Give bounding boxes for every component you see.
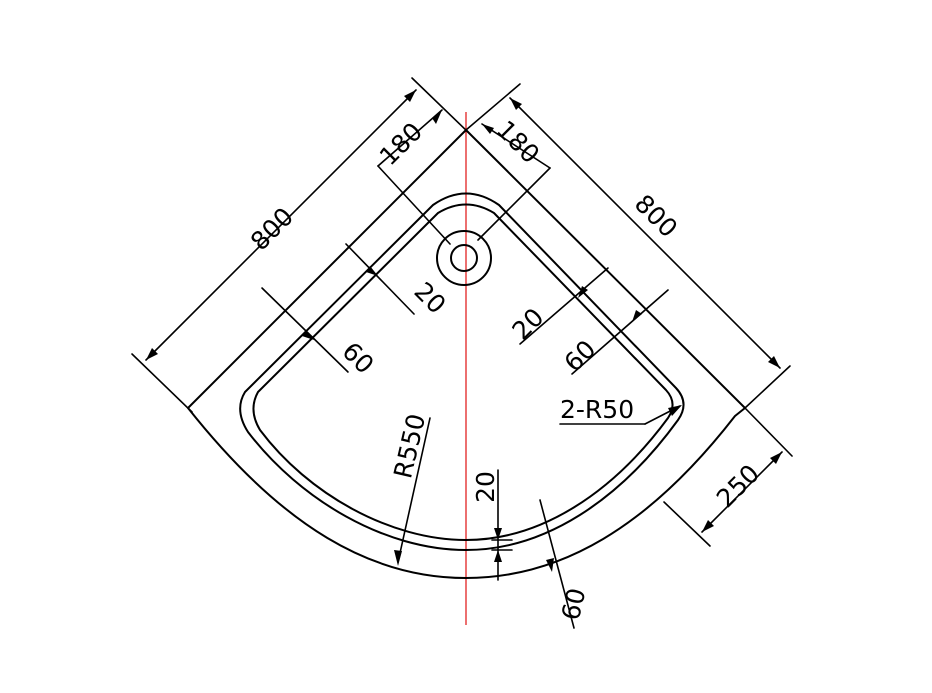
label-rim-right: 20	[506, 302, 549, 345]
dim-side-length	[663, 407, 793, 547]
dim-overall-right	[465, 83, 791, 409]
label-rim-left: 20	[409, 276, 452, 319]
dim-rim-left	[345, 243, 415, 315]
basin-inner-rim	[252, 203, 674, 541]
tray-outer-outline	[187, 129, 746, 579]
drain-outer-circle	[436, 230, 492, 286]
label-side-length: 250	[711, 459, 765, 513]
dim-wall-left	[261, 287, 349, 373]
label-overall-right: 800	[629, 189, 683, 243]
label-rim-front: 20	[471, 471, 500, 503]
label-front-radius: R550	[388, 411, 431, 481]
drain-inner-circle	[450, 244, 478, 272]
label-corner-radius: 2-R50	[560, 395, 634, 424]
basin-outer-rim	[239, 192, 685, 551]
dim-wall-right	[571, 289, 669, 375]
dim-overall-left	[131, 77, 471, 413]
label-wall-left: 60	[337, 336, 380, 379]
label-offset-right: 180	[491, 115, 545, 169]
dim-rim-front	[491, 469, 513, 581]
dim-offset-left	[377, 109, 451, 245]
dim-wall-front	[539, 499, 575, 629]
dim-corner-radius	[559, 405, 682, 425]
dim-front-radius	[394, 417, 431, 566]
label-wall-front: 60	[556, 585, 591, 623]
dim-rim-right	[519, 267, 609, 345]
label-wall-right: 60	[558, 334, 601, 377]
dim-offset-right	[477, 123, 551, 241]
label-overall-left: 800	[245, 202, 299, 256]
